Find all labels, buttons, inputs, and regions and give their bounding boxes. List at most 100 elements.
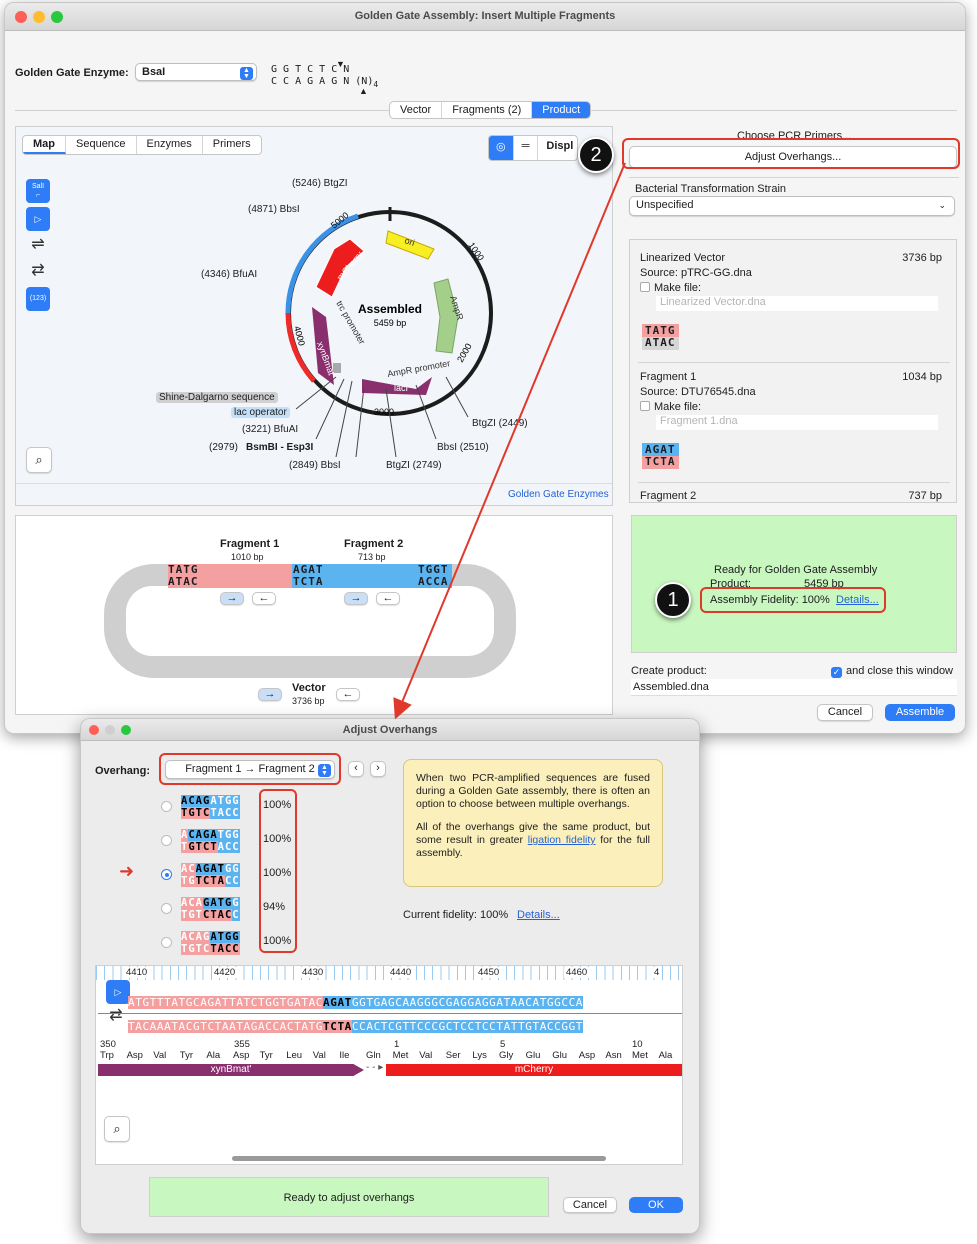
f1-filename-input[interactable]: Fragment 1.dna — [656, 415, 938, 430]
map-tab-sequence[interactable]: Sequence — [66, 136, 137, 154]
overhang-option-radio[interactable] — [161, 869, 172, 880]
seq-top-left: ATGTTTATGCAGATTATCTGGTGATAC — [128, 996, 324, 1009]
f1-forward-primer-icon[interactable]: → — [220, 592, 244, 605]
f1-make-file-checkbox[interactable] — [640, 401, 650, 411]
horizontal-scrollbar[interactable] — [232, 1156, 606, 1161]
lac-operator-label[interactable]: lac operator — [231, 407, 290, 418]
overhang-value: Fragment 1 → Fragment 2 — [185, 763, 315, 775]
map-tab-enzymes[interactable]: Enzymes — [137, 136, 203, 154]
f2-forward-primer-icon[interactable]: → — [344, 592, 368, 605]
display-button[interactable]: Displ — [546, 140, 574, 152]
chevron-down-icon: ⌄ — [938, 200, 946, 210]
dialog-details-link[interactable]: Details... — [517, 909, 560, 921]
seq-bottom-strand: TACAAATACGTCTAATAGACCACTATGTCTACCACTCGTT… — [128, 1020, 584, 1033]
aa-position-number: 5 — [500, 1039, 506, 1050]
site-leader-lines — [295, 376, 469, 458]
xynbmat-feature-bar[interactable]: xynBmat' — [98, 1064, 364, 1076]
overhang-option-radio[interactable] — [161, 937, 172, 948]
close-window-checkbox[interactable]: ✓ — [831, 667, 842, 678]
fidelity-details-link[interactable]: Details... — [836, 594, 879, 606]
lv-make-file-label: Make file: — [654, 282, 702, 294]
site-bsmbi-esp3i[interactable]: BsmBI - Esp3I — [246, 442, 314, 453]
zoom-window-button[interactable] — [51, 11, 63, 23]
diag-fragment2-size: 713 bp — [358, 552, 386, 562]
vector-reverse-primer-icon[interactable]: ← — [336, 688, 360, 701]
cut-arrow-down-icon: ▼ — [336, 59, 345, 69]
f1-reverse-primer-icon[interactable]: ← — [252, 592, 276, 605]
fragment2-arc — [285, 213, 359, 314]
zoom-icon[interactable]: ⌕ — [104, 1116, 130, 1142]
site-bfuai-4346[interactable]: (4346) BfuAI — [201, 269, 258, 280]
dialog-ok-button[interactable]: OK — [629, 1197, 683, 1213]
feature-arrow-icon[interactable]: ▷ — [106, 980, 130, 1004]
lv-make-file-checkbox[interactable] — [640, 282, 650, 292]
map-tab-map[interactable]: Map — [23, 136, 66, 154]
dialog-title: Adjust Overhangs — [342, 724, 438, 736]
numbering-icon[interactable]: (123) — [26, 287, 50, 311]
overhang-option-radio[interactable] — [161, 801, 172, 812]
prev-overhang-button[interactable]: ‹ — [348, 761, 364, 777]
f1-size: 1034 bp — [902, 371, 942, 383]
f2-reverse-primer-icon[interactable]: ← — [376, 592, 400, 605]
map-display-controls: ◎ ═ Displ — [488, 135, 579, 161]
strain-label: Bacterial Transformation Strain — [635, 183, 787, 195]
next-overhang-button[interactable]: › — [370, 761, 386, 777]
assembly-diagram: Fragment 1 1010 bp Fragment 2 713 bp TAT… — [15, 515, 613, 715]
enzyme-label: Golden Gate Enzyme: — [15, 67, 129, 79]
swap-strands-icon[interactable]: ⇄ — [109, 1007, 123, 1024]
strain-select[interactable]: Unspecified ⌄ — [629, 196, 955, 216]
mcherry-feature-bar[interactable]: mCherry — [386, 1064, 682, 1076]
tab-fragments[interactable]: Fragments (2) — [442, 102, 533, 118]
close-window-button[interactable] — [15, 11, 27, 23]
aa-position-number: 355 — [234, 1039, 250, 1050]
amino-acid: Ala — [658, 1050, 673, 1061]
lv-label: Linearized Vector — [640, 252, 725, 264]
feature-arrow-icon[interactable]: ▷ — [26, 207, 50, 231]
info-p2b: for the full assembly. — [416, 834, 651, 859]
product-name-input[interactable]: Assembled.dna — [631, 679, 957, 696]
assemble-button[interactable]: Assemble — [885, 704, 955, 721]
linear-view-icon[interactable]: ═ — [514, 136, 539, 160]
vector-forward-primer-icon[interactable]: → — [258, 688, 282, 701]
tab-vector[interactable]: Vector — [390, 102, 443, 118]
zoom-icon[interactable]: ⌕ — [26, 447, 52, 473]
swap-strands-icon[interactable]: ⇄ — [31, 262, 45, 279]
lv-filename-input[interactable]: Linearized Vector.dna — [656, 296, 938, 311]
minimize-window-button[interactable] — [33, 11, 45, 23]
overhang-option-radio[interactable] — [161, 903, 172, 914]
map-tab-primers[interactable]: Primers — [212, 138, 251, 150]
tab-product[interactable]: Product — [532, 102, 591, 118]
overhang-option-radio[interactable] — [161, 835, 172, 846]
site-sub: 4 — [373, 80, 379, 89]
dialog-close-button[interactable] — [89, 725, 99, 735]
site-bbsi-2849[interactable]: (2849) BbsI — [289, 460, 341, 471]
site-bfuai-3221[interactable]: (3221) BfuAI — [242, 424, 299, 435]
translate-icon[interactable]: ⇌ — [31, 236, 45, 253]
strain-value: Unspecified — [636, 199, 694, 211]
overhang-label: Overhang: — [95, 765, 151, 777]
red-arrow-icon: ➜ — [119, 861, 135, 881]
dialog-cancel-button[interactable]: Cancel — [563, 1197, 617, 1213]
amino-acid: Tyr — [259, 1050, 273, 1061]
site-bbsi-4871[interactable]: (4871) BbsI — [248, 204, 300, 215]
enzyme-select[interactable]: BsaI ▲▼ — [135, 63, 257, 81]
overhang-select[interactable]: Fragment 1 → Fragment 2 ▲▼ — [165, 760, 335, 779]
amino-acid: Leu — [286, 1050, 303, 1061]
shine-dalgarno-label[interactable]: Shine-Dalgarno sequence — [156, 392, 278, 403]
amino-acid: Tyr — [179, 1050, 193, 1061]
sali-enzyme-icon[interactable]: SalI⌐ — [26, 179, 50, 203]
site-btgzi-5246[interactable]: (5246) BtgZI — [292, 178, 348, 189]
golden-gate-enzymes-link[interactable]: Golden Gate Enzymes — [508, 489, 609, 500]
circular-view-icon[interactable]: ◎ — [489, 136, 514, 160]
ligation-fidelity-link[interactable]: ligation fidelity — [527, 834, 596, 846]
cancel-button[interactable]: Cancel — [817, 704, 873, 721]
dialog-minimize-button[interactable] — [105, 725, 115, 735]
current-fidelity: Current fidelity: 100% — [403, 909, 509, 921]
dialog-zoom-button[interactable] — [121, 725, 131, 735]
